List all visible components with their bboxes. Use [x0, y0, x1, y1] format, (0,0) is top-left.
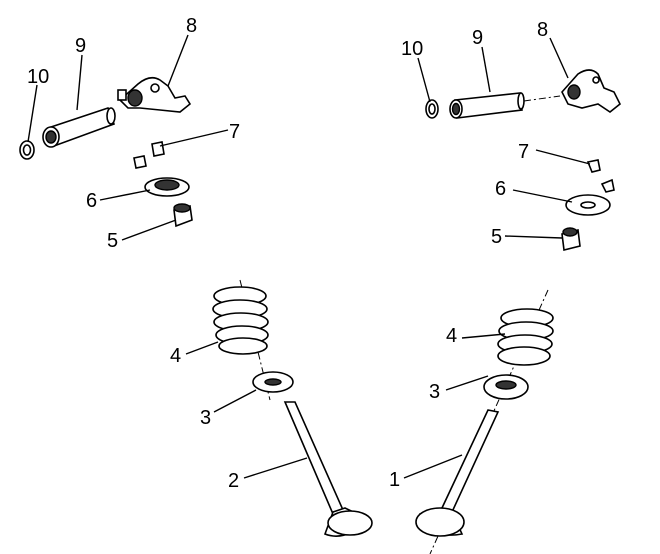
callout-9-right: 9	[472, 27, 483, 49]
valve-spring-left	[212, 286, 269, 355]
callout-10-right: 10	[401, 38, 423, 60]
spring-seat-right	[483, 374, 529, 400]
valve-spring-right	[497, 308, 554, 366]
callout-2: 2	[228, 470, 239, 492]
callout-5-left: 5	[107, 230, 118, 252]
leader-lines	[27, 34, 591, 479]
spring-seat-left	[252, 371, 294, 393]
callout-5-right: 5	[491, 226, 502, 248]
callout-4-left: 4	[170, 345, 181, 367]
callout-8-right: 8	[537, 19, 548, 41]
rocker-shaft-left	[42, 106, 116, 148]
callout-9-left: 9	[75, 35, 86, 57]
valve-seal-right	[561, 227, 581, 251]
intake-valve	[415, 409, 500, 537]
callout-7-left: 7	[229, 121, 240, 143]
callout-3-left: 3	[200, 407, 211, 429]
left-bottom-assembly	[212, 279, 373, 537]
valve-keepers-right	[586, 159, 615, 193]
callout-labels: 10 9 8 7 6 5 10 9 8 7 6 5 4 3 2 4 3 1	[27, 15, 548, 492]
callout-3-right: 3	[429, 381, 440, 403]
spring-retainer-left	[144, 177, 190, 197]
callout-10-left: 10	[27, 66, 49, 88]
callout-6-right: 6	[495, 178, 506, 200]
exhaust-valve	[283, 401, 373, 537]
callout-6-left: 6	[86, 190, 97, 212]
callout-7-right: 7	[518, 141, 529, 163]
callout-4-right: 4	[446, 325, 457, 347]
valve-seal-left	[173, 203, 193, 228]
valve-keepers-left	[133, 141, 165, 169]
right-top-assembly	[425, 69, 622, 251]
rocker-shaft-right	[449, 92, 561, 119]
callout-8-left: 8	[186, 15, 197, 37]
spring-retainer-right	[565, 194, 611, 216]
rocker-arm-right	[561, 69, 622, 113]
right-bottom-assembly	[415, 289, 554, 554]
o-ring-left	[19, 140, 35, 160]
callout-1: 1	[389, 469, 400, 491]
o-ring-right	[425, 99, 439, 119]
rocker-arm-left	[117, 76, 192, 113]
left-top-assembly	[19, 76, 193, 228]
